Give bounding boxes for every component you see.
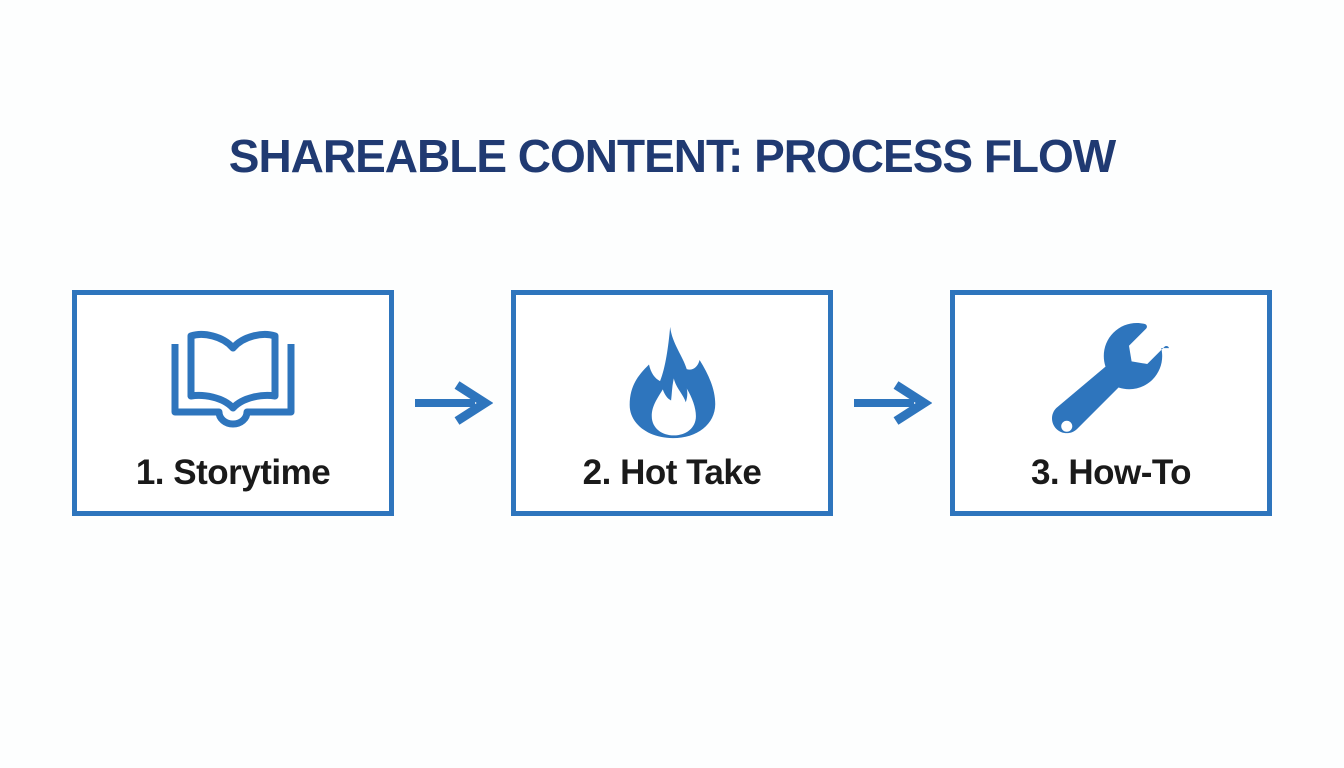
open-book-icon: [163, 323, 303, 441]
flame-icon: [626, 323, 718, 441]
right-arrow-icon: [394, 290, 511, 516]
step-box-storytime: 1. Storytime: [72, 290, 394, 516]
step-box-how-to: 3. How-To: [950, 290, 1272, 516]
step-box-hot-take: 2. Hot Take: [511, 290, 833, 516]
step-label-hot-take: 2. Hot Take: [582, 453, 762, 492]
step-label-storytime: 1. Storytime: [135, 453, 331, 492]
right-arrow-icon: [833, 290, 950, 516]
flow-row: 1. Storytime 2. Hot Take: [72, 290, 1272, 516]
step-label-how-to: 3. How-To: [1030, 453, 1192, 492]
wrench-icon: [1052, 323, 1170, 441]
page-title: SHAREABLE CONTENT: PROCESS FLOW: [228, 130, 1116, 182]
